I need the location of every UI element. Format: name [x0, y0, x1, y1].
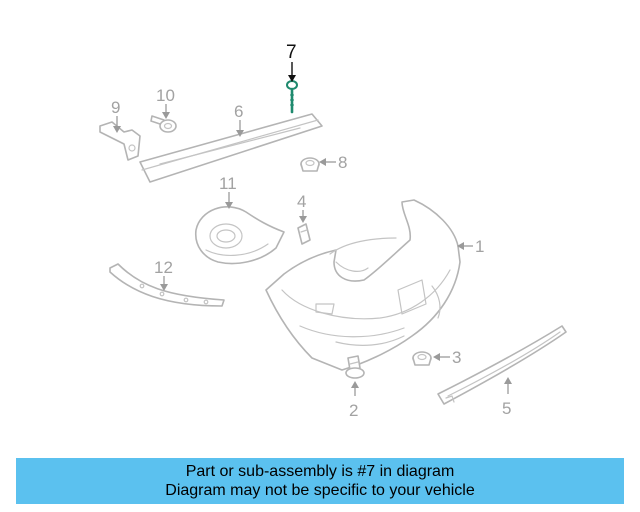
callout-12: 12 [154, 258, 173, 277]
callout-4: 4 [297, 192, 306, 211]
callout-8: 8 [338, 153, 347, 172]
callout-6: 6 [234, 102, 243, 121]
callout-5: 5 [502, 399, 511, 418]
callout-10: 10 [156, 86, 175, 105]
part-9-bracket [99, 121, 141, 161]
banner-line-part: Part or sub-assembly is #7 in diagram [185, 463, 455, 480]
part-4-clip [297, 223, 311, 245]
part-8-grommet [300, 157, 320, 172]
callout-1: 1 [475, 237, 484, 256]
part-3-grommet [412, 351, 432, 366]
banner-line-disclaimer: Diagram may not be specific to your vehi… [165, 482, 475, 499]
part-11-lamp-housing [194, 206, 285, 265]
part-6-reinforcement-bar [139, 113, 323, 183]
part-5-lower-molding [437, 325, 567, 405]
callout-3: 3 [452, 348, 461, 367]
callout-9: 9 [111, 98, 120, 117]
callout-11: 11 [219, 174, 237, 193]
callout-2: 2 [349, 401, 358, 420]
info-banner: Part or sub-assembly is #7 in diagram Di… [16, 458, 624, 504]
part-7-bolt-highlighted [286, 80, 298, 114]
part-10-bolt [150, 115, 177, 133]
callout-labels: 7 10 9 6 8 11 4 1 12 3 2 5 [111, 42, 511, 420]
leader-lines [113, 62, 512, 396]
callout-7: 7 [286, 42, 297, 63]
part-2-bolt [345, 355, 365, 379]
part-1-bumper-cover [265, 199, 461, 371]
parts-diagram: 7 10 9 6 8 11 4 1 12 3 2 5 [99, 42, 567, 420]
part-12-side-strip [109, 263, 225, 307]
